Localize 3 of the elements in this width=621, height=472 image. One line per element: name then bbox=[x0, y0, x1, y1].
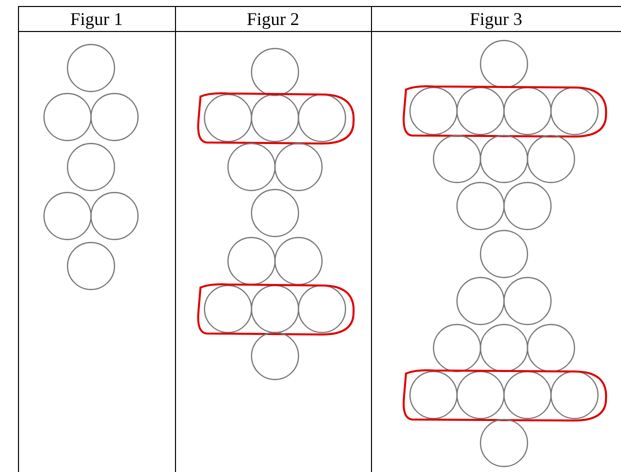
column-header: Figur 2 bbox=[246, 8, 300, 31]
column-header: Figur 1 bbox=[69, 8, 124, 31]
column-header: Figur 3 bbox=[468, 8, 524, 31]
